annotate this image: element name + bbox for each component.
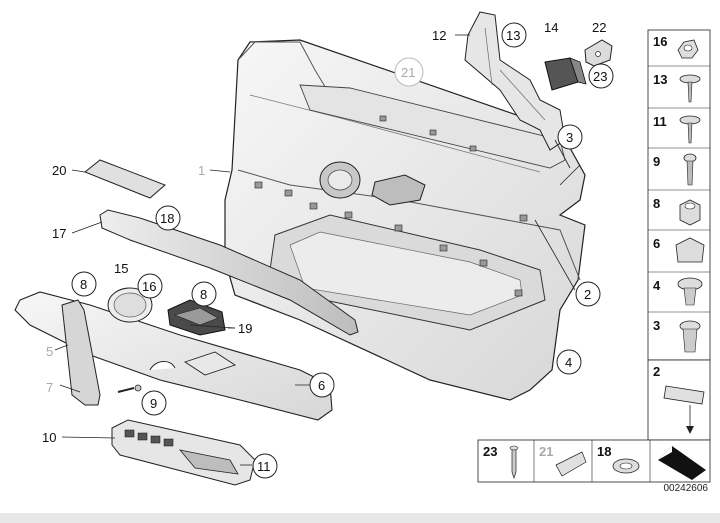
part-13-screw-icon: [679, 74, 701, 103]
parts-column: 16 13 11 9 8 6 4 3: [647, 29, 711, 361]
bracket-part-12: [464, 11, 566, 151]
part-18-clip-icon: [612, 458, 640, 474]
callout-1: 1: [198, 163, 205, 178]
callout-8b: 8: [200, 287, 207, 302]
callout-7: 7: [46, 380, 53, 395]
parts-column-13: 13: [653, 72, 667, 87]
callout-23: 23: [593, 69, 607, 84]
part-22-clip: [584, 39, 613, 67]
bottom-part-23: 23: [483, 444, 497, 459]
callout-8a: 8: [80, 277, 87, 292]
parts-column-2: 2: [653, 364, 660, 379]
part-11-screw-icon: [679, 115, 701, 144]
parts-column-part-2-cell: 2: [647, 359, 711, 441]
part-7-grip: [61, 299, 101, 406]
part-2-strip-icon: [663, 385, 705, 434]
callout-numbers: 12 13 14 22 23 21 3 1 20 18 17 15 8 16 8…: [42, 20, 614, 479]
callout-18: 18: [160, 211, 174, 226]
callout-10: 10: [42, 430, 56, 445]
callout-2: 2: [584, 287, 591, 302]
callout-12: 12: [432, 28, 446, 43]
part-10-switch-panel: [111, 419, 256, 486]
part-21-bracket-icon: [555, 451, 587, 477]
callout-22: 22: [592, 20, 606, 35]
callout-20: 20: [52, 163, 66, 178]
callout-3: 3: [566, 130, 573, 145]
callout-15: 15: [114, 261, 128, 276]
footer-bar: [0, 513, 720, 523]
callout-17: 17: [52, 226, 66, 241]
part-8-nut-icon: [679, 199, 701, 226]
parts-column-11: 11: [653, 114, 667, 129]
corner-arrow-icon: [658, 446, 706, 480]
callout-14: 14: [544, 20, 558, 35]
part-4-clip-icon: [677, 277, 703, 306]
part-23-pin-icon: [509, 445, 519, 480]
part-9-screw: [117, 384, 142, 393]
parts-column-6: 6: [653, 236, 660, 251]
callout-21: 21: [401, 65, 415, 80]
parts-column-9: 9: [653, 154, 660, 169]
callout-16: 16: [142, 279, 156, 294]
parts-column-3: 3: [653, 318, 660, 333]
callout-9: 9: [150, 396, 157, 411]
callout-19: 19: [238, 321, 252, 336]
part-3-clip-icon: [679, 320, 701, 353]
part-9-screw-icon: [683, 153, 697, 186]
callout-11: 11: [257, 459, 271, 474]
callout-13: 13: [506, 28, 520, 43]
part-16-nut-icon: [677, 39, 699, 59]
bottom-parts-strip: 23 21 18: [477, 439, 711, 483]
parts-column-16: 16: [653, 34, 667, 49]
part-19-handle: [167, 299, 226, 336]
part-6-clip-icon: [675, 237, 705, 263]
part-20-cover: [84, 159, 166, 199]
bottom-part-21: 21: [539, 444, 553, 459]
document-number: 00242606: [663, 483, 709, 494]
parts-column-4: 4: [653, 278, 661, 293]
bottom-part-18: 18: [597, 444, 611, 459]
callout-6: 6: [318, 378, 325, 393]
callout-5: 5: [46, 344, 53, 359]
part-17-strip: [99, 209, 359, 336]
part-14-block: [544, 57, 587, 91]
callout-4: 4: [565, 355, 572, 370]
parts-column-8: 8: [653, 196, 660, 211]
part-15-speaker-cover: [107, 287, 153, 323]
part-6-armrest: [14, 291, 333, 421]
